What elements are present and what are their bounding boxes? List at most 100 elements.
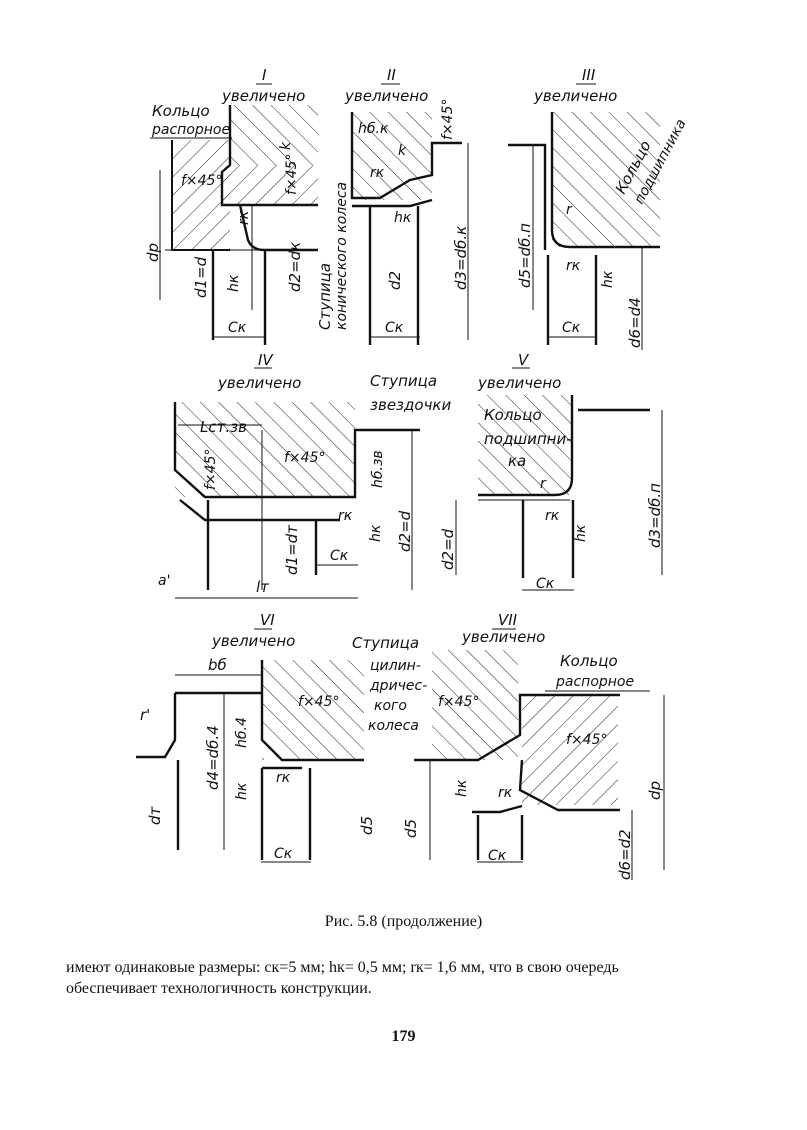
view-1-scale: увеличено (221, 87, 305, 105)
view-1-chamfer-k: f×45° (284, 154, 300, 195)
view-1-ck: Cк (228, 320, 247, 336)
view-2-d3: d3=dб.к (452, 226, 470, 290)
view-3-hk: hк (600, 270, 616, 288)
view-6-hk: hк (234, 782, 250, 800)
view-6-hb4: hб.4 (234, 717, 250, 748)
view-4-chamfer-1: f×45° (203, 449, 219, 490)
view-4-hub-1: Ступица (370, 372, 437, 390)
view-5: V увеличено Кольцо подшипни- ка r rк hк … (439, 351, 664, 592)
view-5-scale: увеличено (477, 374, 561, 392)
view-4-a: a' (158, 573, 170, 589)
view-2-hub-1: Ступица (316, 263, 334, 330)
view-7-numeral: VII (498, 611, 518, 629)
view-6-dt: dт (146, 805, 164, 825)
view-1-spacer-ring (172, 140, 230, 250)
paragraph-line-2: обеспечивает технологичность конструкции… (66, 980, 372, 997)
view-2: II увеличено f×45° hб.к k rк hк Ступица … (316, 66, 470, 345)
view-5-ring-1: Кольцо (484, 406, 542, 424)
view-7-ck: Cк (488, 848, 507, 864)
view-7-d5: d5 (402, 819, 420, 838)
view-4-lst: Lст.зв (200, 418, 247, 436)
paragraph-line-1: имеют одинаковые размеры: cк=5 мм; hк= 0… (66, 959, 619, 976)
view-5-rk: rк (545, 508, 560, 524)
view-1-d2: d2=dк (286, 242, 304, 292)
view-3-d5: d5=dб.п (516, 223, 534, 288)
view-4-hbz: hб.зв (370, 450, 386, 488)
view-7-rk: rк (498, 785, 513, 801)
view-1-ring-1: Кольцо (152, 102, 210, 120)
view-2-hbk: hб.к (358, 121, 389, 137)
view-5-hk: hк (573, 524, 589, 542)
view-1-k: k (278, 141, 294, 150)
figure-caption: Рис. 5.8 (продолжение) (324, 913, 483, 930)
view-4-d1: d1=dт (283, 524, 301, 575)
view-3-bearing-ring (552, 112, 660, 247)
view-7-gear-hub (432, 650, 518, 760)
view-7: VII увеличено Кольцо распорное f×45° f×4… (402, 611, 665, 880)
view-2-chamfer: f×45° (440, 99, 456, 140)
view-1-chamfer: f×45° (181, 173, 222, 189)
view-7-ring-1: Кольцо (560, 652, 618, 670)
view-6-bb: bб (208, 656, 227, 674)
view-4-chamfer-2: f×45° (284, 450, 325, 466)
view-7-chamfer-2: f×45° (566, 732, 607, 748)
view-7-d6: d6=d2 (616, 829, 634, 880)
view-4-rk: rк (338, 508, 353, 524)
view-1-ring-2: распорное (151, 122, 230, 138)
view-6-d4: d4=dб.4 (204, 725, 222, 790)
view-5-ck: Cк (536, 576, 555, 592)
view-1-rk: rк (236, 210, 252, 225)
view-5-ring-3: ка (508, 452, 526, 470)
view-7-spacer-ring (522, 695, 618, 805)
view-6-hub-3: дричес- (369, 678, 427, 694)
view-4-sprocket-hub (175, 402, 355, 497)
view-1-numeral: I (262, 66, 267, 84)
view-4-scale: увеличено (217, 374, 301, 392)
view-6-numeral: VI (260, 611, 275, 629)
view-1-hk: hк (226, 274, 242, 292)
view-2-hub-2: конического колеса (334, 182, 350, 330)
view-3-scale: увеличено (533, 87, 617, 105)
view-6-rk: rк (276, 770, 291, 786)
view-7-chamfer-1: f×45° (438, 694, 479, 710)
view-3-numeral: III (582, 66, 596, 84)
view-7-ring-2: распорное (555, 674, 634, 690)
page-number: 179 (391, 1028, 416, 1045)
view-6-hub-4: кого (374, 698, 407, 714)
view-7-hk: hк (454, 779, 470, 797)
body-paragraph: имеют одинаковые размеры: cк=5 мм; hк= 0… (66, 957, 756, 999)
view-1: I увеличено Кольцо распорное dp f×45° f×… (144, 66, 318, 345)
view-4-numeral: IV (258, 351, 274, 369)
view-1-hub (230, 105, 318, 165)
view-3-ck: Cк (562, 320, 581, 336)
view-6-scale: увеличено (211, 632, 295, 650)
view-5-ring-2: подшипни- (484, 430, 572, 448)
view-4-ck: Cк (330, 548, 349, 564)
view-2-gear-hub (352, 112, 432, 200)
view-2-scale: увеличено (344, 87, 428, 105)
view-6-hub-2: цилин- (370, 658, 421, 674)
view-5-numeral: V (518, 351, 530, 369)
view-6-chamfer: f×45° (298, 694, 339, 710)
view-1-dp: dp (144, 243, 162, 262)
view-6-d5: d5 (358, 816, 376, 835)
view-4-hub-2: звездочки (370, 396, 451, 414)
view-5-r: r (540, 476, 547, 492)
view-2-numeral: II (387, 66, 396, 84)
view-6: VI увеличено Ступица цилин- дричес- кого… (136, 611, 427, 863)
view-3-d6: d6=d4 (626, 297, 644, 348)
view-5-d3: d3=dб.п (646, 483, 664, 548)
view-2-rk: rк (370, 165, 385, 181)
view-1-d1: d1=d (192, 256, 210, 298)
view-4-hk: hк (368, 524, 384, 542)
view-7-scale: увеличено (461, 628, 545, 646)
view-2-hk: hк (394, 210, 412, 226)
view-4-d2: d2=d (396, 510, 414, 552)
view-6-ck: Cк (274, 846, 293, 862)
view-6-hub-5: колеса (368, 718, 419, 734)
view-6-r1: r' (140, 706, 150, 724)
view-3-r: r (566, 202, 573, 218)
view-7-dp: dp (646, 781, 664, 800)
figure-drawing: I увеличено Кольцо распорное dp f×45° f×… (136, 66, 690, 880)
view-2-d2: d2 (386, 271, 404, 290)
